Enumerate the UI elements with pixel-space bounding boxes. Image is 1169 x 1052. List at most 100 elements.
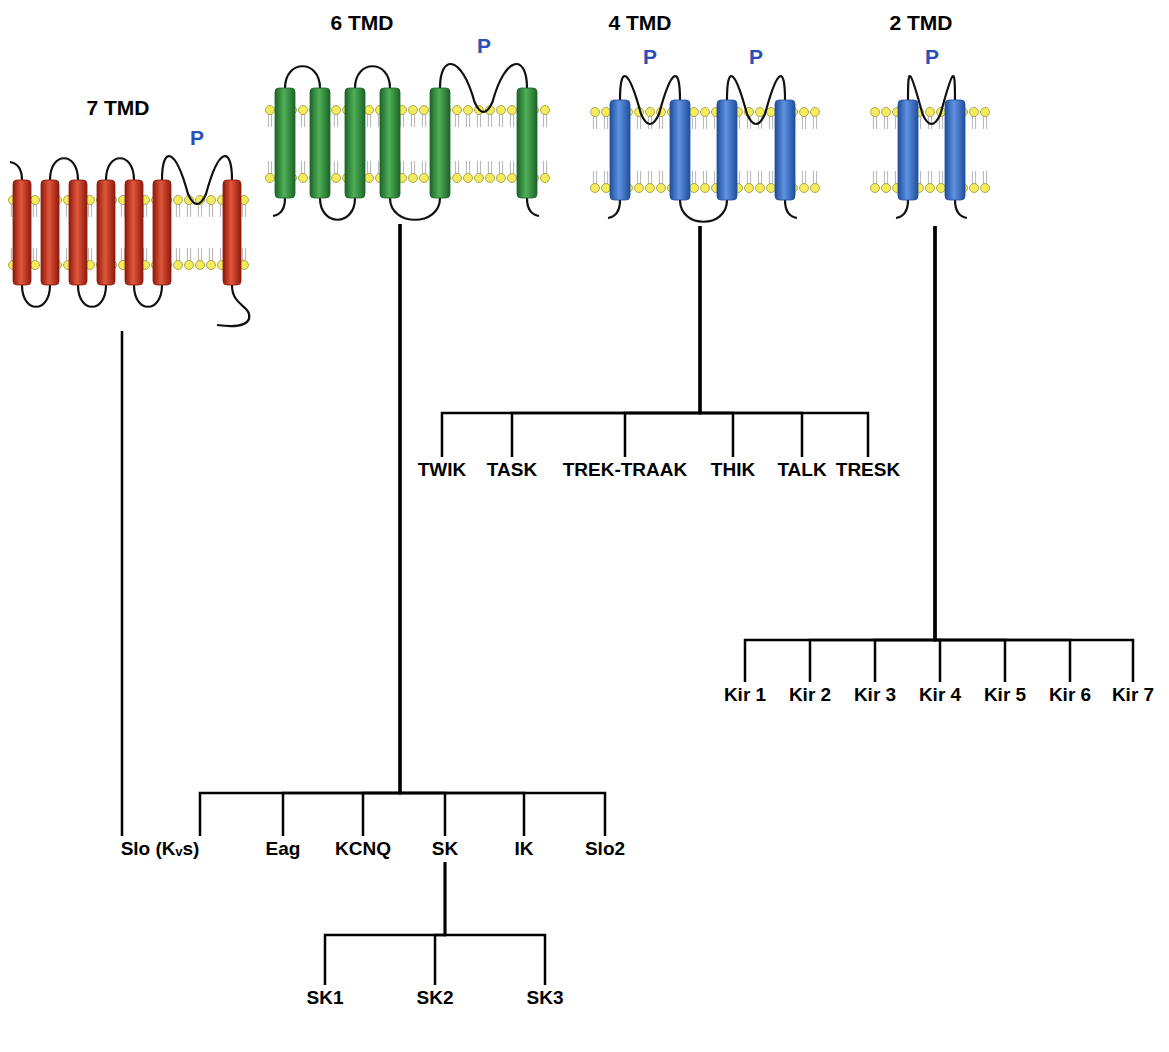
drawing-part xyxy=(125,180,143,285)
helices xyxy=(610,100,795,200)
family-label-box: TWIK xyxy=(413,457,472,483)
drawing-part xyxy=(873,171,874,184)
drawing-part xyxy=(871,108,880,117)
topology-heading: 6 TMD xyxy=(331,10,394,36)
helices xyxy=(13,180,241,285)
drawing-part xyxy=(162,156,232,204)
drawing-part xyxy=(805,116,806,129)
drawing-part xyxy=(11,248,12,261)
channel-family-name: Kir 5 xyxy=(984,683,1026,707)
drawing-part xyxy=(680,200,727,222)
drawing-part xyxy=(898,100,918,200)
drawing-part xyxy=(596,116,597,129)
drawing-part xyxy=(245,248,246,261)
drawing-part xyxy=(761,171,762,184)
lipid-tails xyxy=(873,116,986,129)
drawing-part xyxy=(775,100,795,200)
drawing-part xyxy=(337,114,338,127)
tree-connector xyxy=(400,224,524,836)
drawing-part xyxy=(610,100,630,200)
drawing-part xyxy=(758,171,759,184)
drawing-part xyxy=(816,171,817,184)
drawing-part xyxy=(355,66,390,88)
drawing-part xyxy=(453,174,462,183)
family-label-box: TRESK xyxy=(831,457,905,483)
drawing-part xyxy=(273,198,285,216)
drawing-part xyxy=(268,114,269,127)
drawing-part xyxy=(50,158,78,180)
drawing-part xyxy=(640,171,641,184)
drawing-part xyxy=(635,184,644,193)
topology-heading: 2 TMD xyxy=(890,10,953,36)
drawing-part xyxy=(121,204,122,217)
pore-label-anchor: P xyxy=(643,45,657,69)
drawing-part xyxy=(510,114,511,127)
drawing-part xyxy=(811,108,820,117)
drawing-part xyxy=(69,180,87,285)
drawing-part xyxy=(196,261,205,270)
drawing-part xyxy=(920,171,921,184)
drawing-part xyxy=(931,116,932,129)
drawing-part xyxy=(983,116,984,129)
tree-connector xyxy=(810,226,935,682)
drawing-part xyxy=(365,174,374,183)
lipid-heads xyxy=(871,184,990,193)
drawing-part xyxy=(390,198,440,220)
membrane-topology-drawing xyxy=(5,121,260,331)
drawing-part xyxy=(884,116,885,129)
drawing-part xyxy=(670,100,690,200)
drawing-part xyxy=(488,161,489,174)
drawing-part xyxy=(887,171,888,184)
family-label-box: SK xyxy=(427,836,463,862)
family-label-box: Slo2 xyxy=(580,836,630,862)
drawing-part xyxy=(800,184,809,193)
channel-family-name: Slo2 xyxy=(585,837,625,861)
drawing-part xyxy=(153,180,171,285)
drawing-part xyxy=(78,285,106,307)
drawing-part xyxy=(802,116,803,129)
drawing-part xyxy=(706,116,707,129)
drawing-part xyxy=(31,261,40,270)
drawing-part xyxy=(543,161,544,174)
drawing-part xyxy=(10,162,22,180)
drawing-part xyxy=(198,204,199,217)
drawing-part xyxy=(411,114,412,127)
drawing-part xyxy=(365,106,374,115)
drawing-part xyxy=(345,88,365,198)
pore-loop-label: P xyxy=(925,45,939,69)
drawing-part xyxy=(320,198,355,220)
drawing-part xyxy=(659,116,660,129)
channel-family-name: IK xyxy=(515,837,534,861)
pore-label-anchor: P xyxy=(477,34,491,58)
drawing-part xyxy=(97,180,115,285)
family-label-box: Kir 4 xyxy=(914,682,966,708)
drawing-part xyxy=(370,161,371,174)
drawing-part xyxy=(403,114,404,127)
tree-connector xyxy=(935,226,1133,682)
topology-panel: 6 TMD xyxy=(262,10,562,224)
drawing-part xyxy=(767,108,776,117)
drawing-part xyxy=(334,161,335,174)
family-label-box: Kir 2 xyxy=(784,682,836,708)
drawing-part xyxy=(174,196,183,205)
drawing-part xyxy=(209,248,210,261)
drawing-part xyxy=(607,116,608,129)
peptide-loops xyxy=(896,76,967,218)
drawing-part xyxy=(939,171,940,184)
drawing-part xyxy=(986,171,987,184)
peptide-loops xyxy=(608,76,797,222)
tree-connector xyxy=(700,226,802,457)
drawing-part xyxy=(477,161,478,174)
drawing-part xyxy=(245,204,246,217)
drawing-part xyxy=(332,106,341,115)
drawing-part xyxy=(212,248,213,261)
drawing-part xyxy=(502,114,503,127)
drawing-part xyxy=(945,100,965,200)
drawing-part xyxy=(756,108,765,117)
drawing-part xyxy=(637,116,638,129)
drawing-part xyxy=(220,248,221,261)
family-label-box: Kir 3 xyxy=(849,682,901,708)
drawing-part xyxy=(464,174,473,183)
drawing-part xyxy=(608,200,620,218)
